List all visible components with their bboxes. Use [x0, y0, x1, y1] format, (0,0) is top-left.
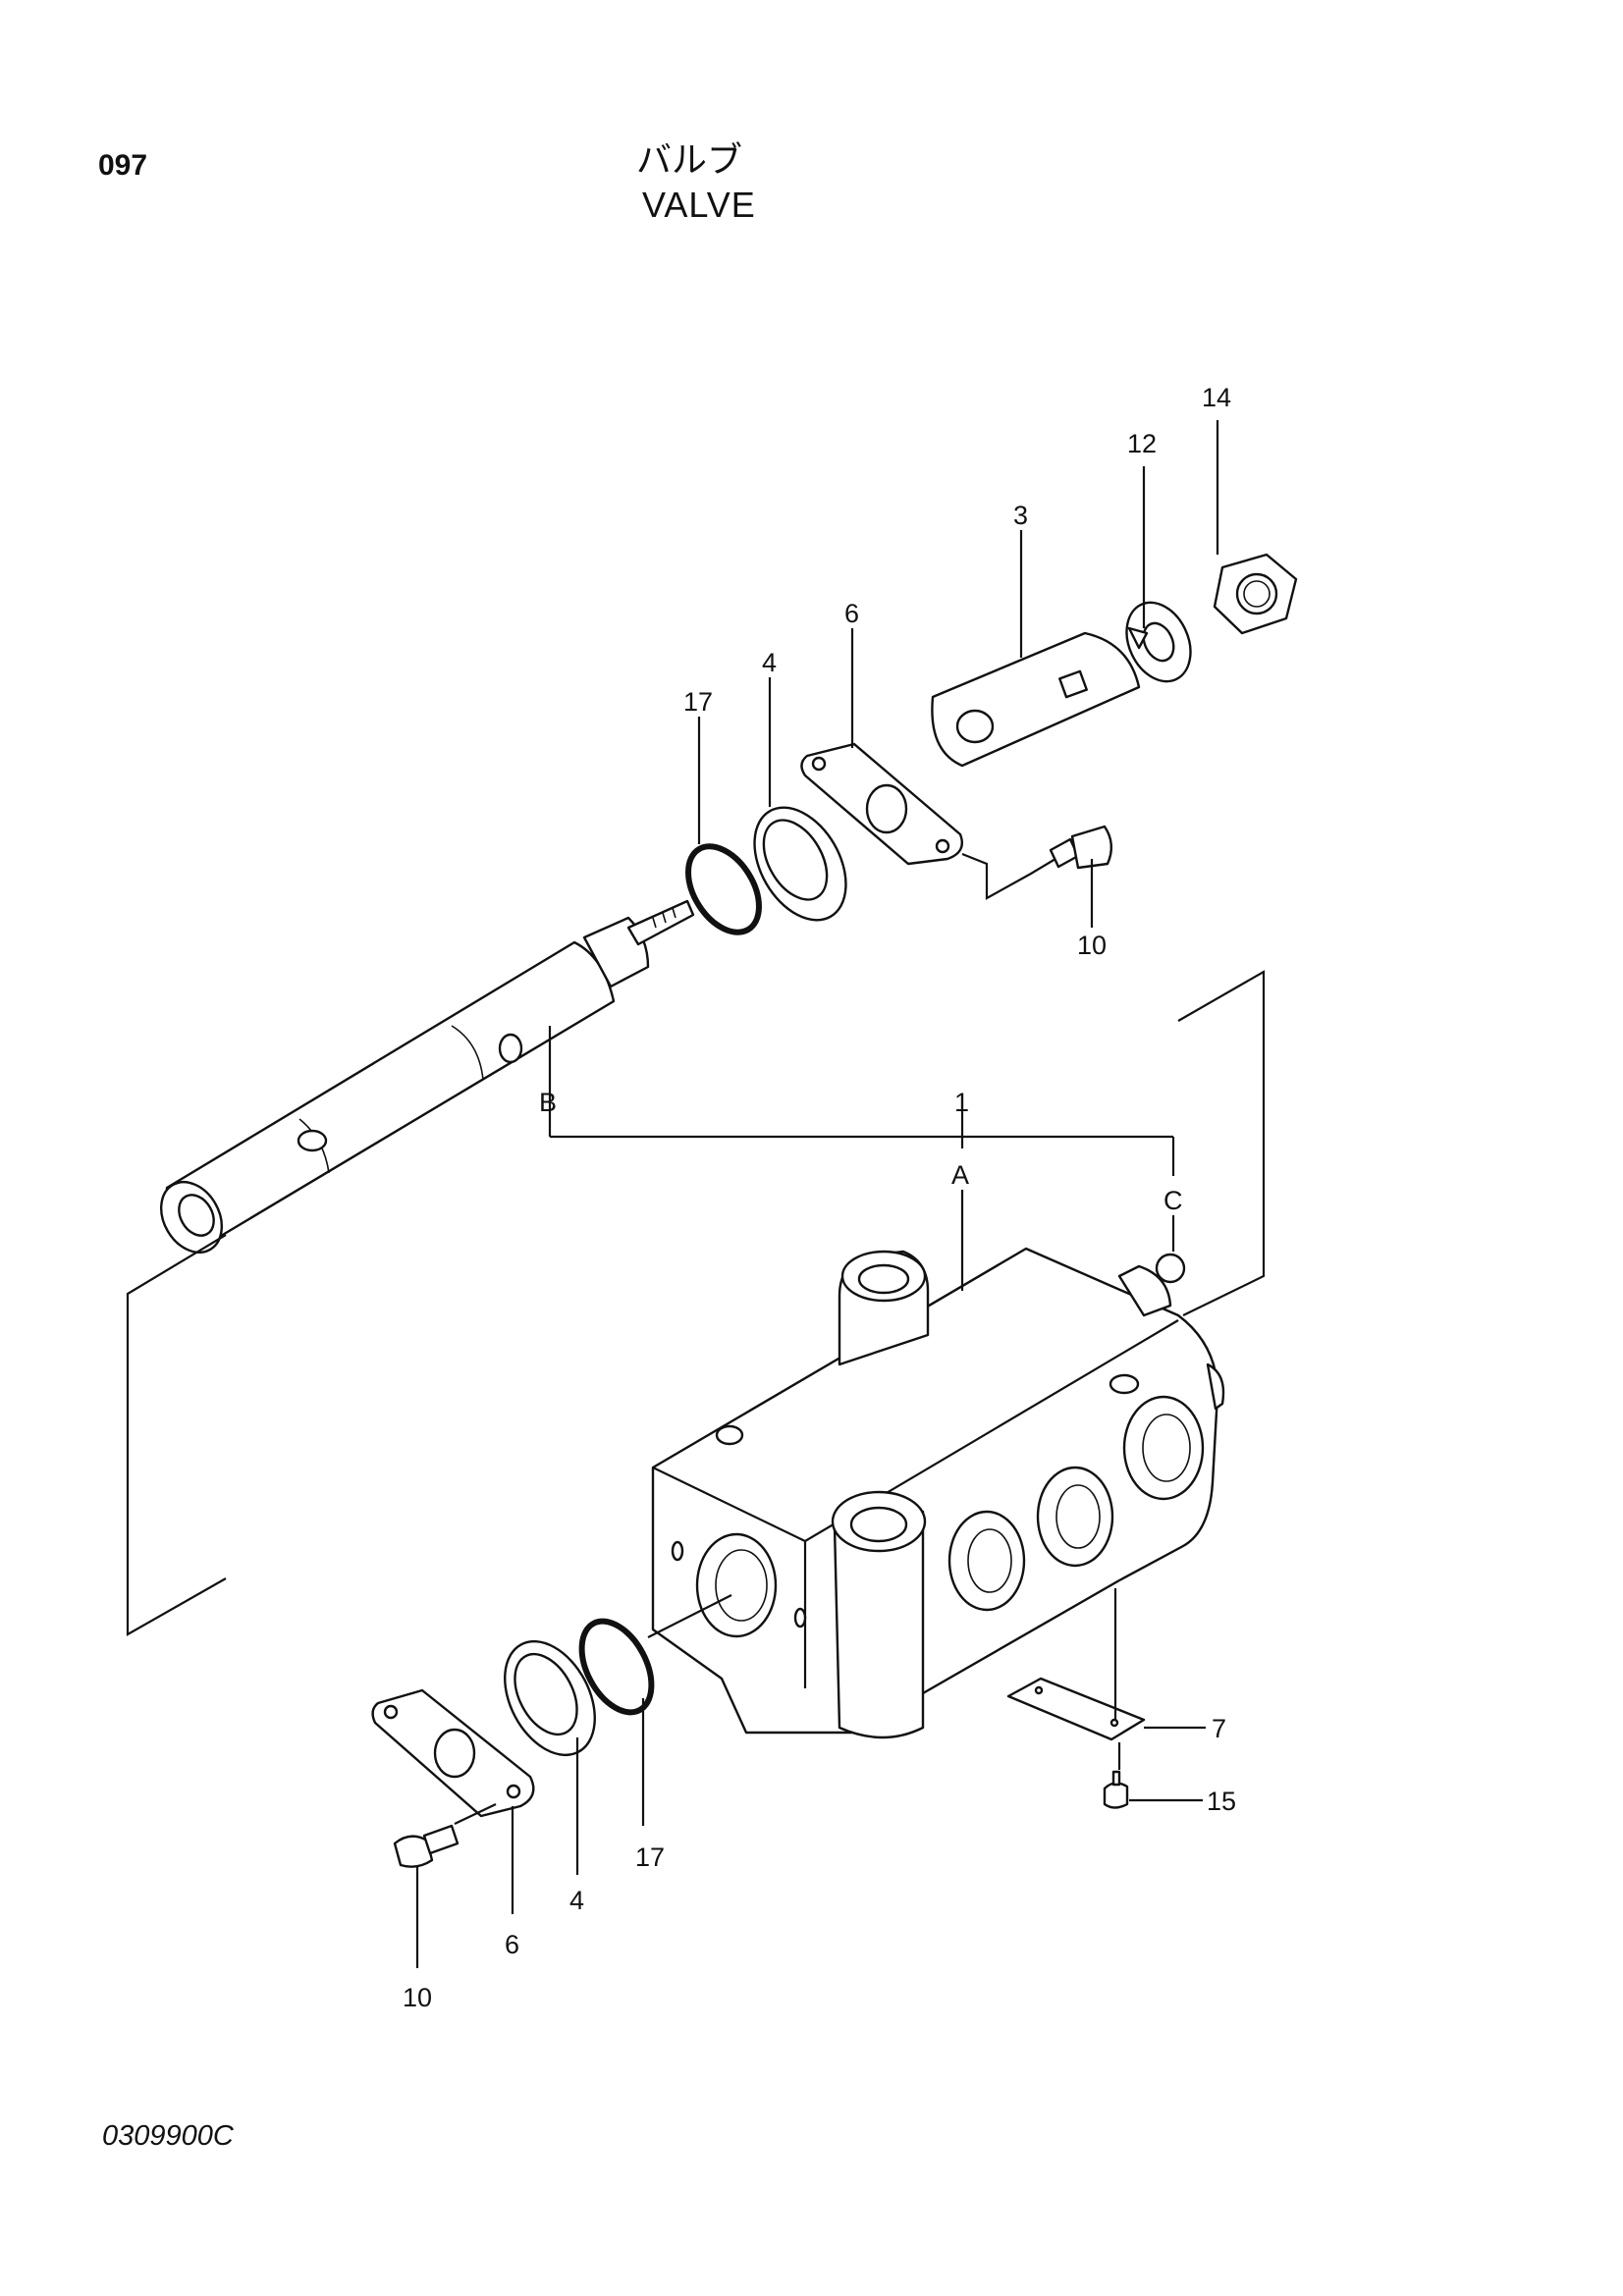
- o-ring-icon: [578, 1618, 655, 1716]
- callout-B: B: [539, 1088, 557, 1117]
- callout-A: A: [951, 1160, 969, 1190]
- name-plate-icon: [1006, 1677, 1146, 1741]
- callout-6-bottom: 6: [505, 1930, 519, 1959]
- flange-plate-icon: [800, 742, 964, 866]
- callout-10-bottom: 10: [403, 1983, 432, 2012]
- hex-nut-icon: [1213, 553, 1298, 635]
- callout-14: 14: [1202, 383, 1231, 412]
- bolt-icon: [393, 1824, 460, 1868]
- figure-code: 0309900C: [102, 2120, 234, 2152]
- callout-12: 12: [1127, 429, 1157, 458]
- o-ring-icon: [685, 843, 762, 935]
- page-title-en: VALVE: [642, 185, 756, 225]
- callout-7: 7: [1212, 1714, 1226, 1743]
- spring-washer-icon: [1125, 601, 1192, 683]
- valve-body-icon: [651, 1247, 1225, 1739]
- lever-plate-icon: [931, 631, 1141, 768]
- collar-ring-icon: [753, 806, 847, 922]
- valve-spool-icon: [159, 899, 695, 1254]
- callout-4-bottom: 4: [569, 1886, 584, 1915]
- callout-4-top: 4: [762, 648, 777, 677]
- ball-icon: [1155, 1253, 1186, 1284]
- callout-17-top: 17: [683, 687, 713, 717]
- callout-3: 3: [1013, 501, 1028, 530]
- page-number: 097: [98, 149, 148, 182]
- screw-icon: [1103, 1770, 1129, 1809]
- callout-15: 15: [1207, 1787, 1236, 1816]
- flange-plate-icon: [371, 1688, 535, 1818]
- page-title-jp: バルブ: [636, 140, 743, 181]
- collar-ring-icon: [504, 1639, 596, 1757]
- leader-lines: [126, 420, 1266, 1968]
- callout-6-top: 6: [844, 599, 859, 628]
- callout-C: C: [1163, 1186, 1183, 1215]
- bolt-icon: [1049, 825, 1112, 870]
- callout-1: 1: [954, 1088, 969, 1117]
- callout-17-bottom: 17: [635, 1842, 665, 1872]
- callout-10-top: 10: [1077, 931, 1107, 960]
